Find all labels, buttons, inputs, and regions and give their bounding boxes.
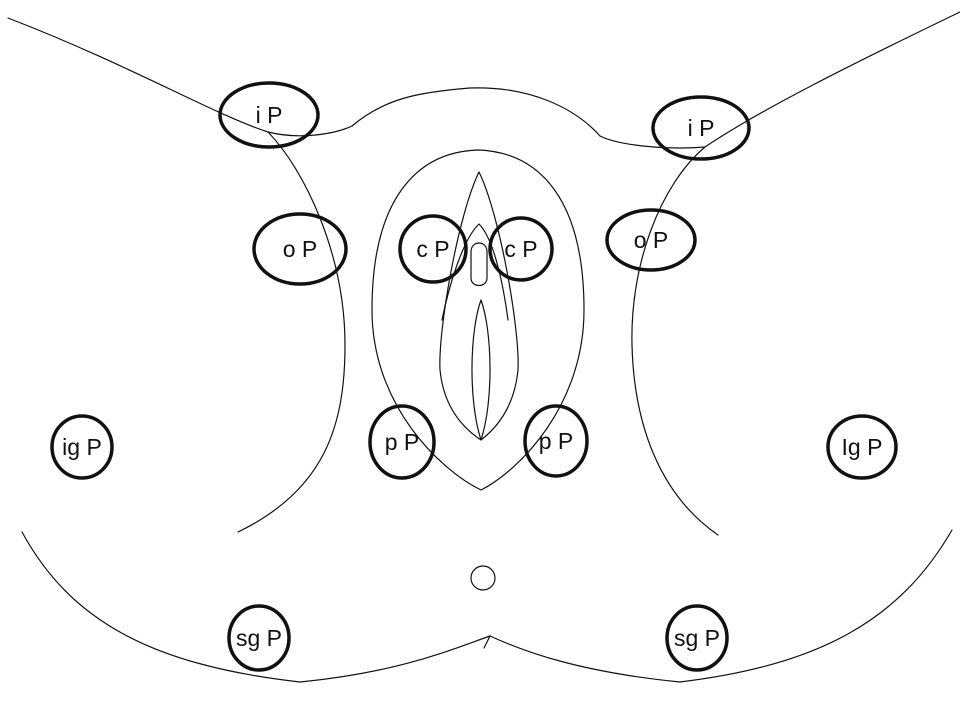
right-buttock-contour bbox=[489, 529, 953, 683]
right-thigh-contour bbox=[631, 146, 719, 536]
point-ring bbox=[665, 604, 729, 672]
point-ring bbox=[523, 404, 589, 478]
acupoint-markers: i P i P o P o P c P c P p P p P bbox=[50, 81, 898, 672]
left-upper-contour bbox=[7, 17, 353, 137]
point-ig-right: Ig P bbox=[826, 414, 898, 480]
anus-mark bbox=[470, 565, 496, 591]
point-label: p P bbox=[539, 428, 574, 454]
point-label: sg P bbox=[674, 625, 720, 651]
point-p-right: p P bbox=[523, 404, 589, 478]
point-label: ig P bbox=[62, 434, 102, 460]
point-ring bbox=[826, 414, 898, 480]
outer-oval bbox=[371, 149, 585, 491]
point-c-right: c P bbox=[488, 216, 554, 282]
point-o-left: o P bbox=[252, 212, 348, 286]
point-ring bbox=[605, 208, 697, 272]
point-ring bbox=[488, 216, 554, 282]
point-label: i P bbox=[256, 102, 283, 128]
point-sg-right: sg P bbox=[665, 604, 729, 672]
right-upper-contour bbox=[599, 11, 960, 149]
point-ring bbox=[368, 404, 436, 480]
point-ring bbox=[252, 212, 348, 286]
point-ring bbox=[50, 414, 114, 480]
point-ig-left: ig P bbox=[50, 414, 114, 480]
point-label: o P bbox=[634, 227, 669, 253]
point-c-left: c P bbox=[398, 214, 468, 284]
point-label: sg P bbox=[236, 625, 282, 651]
point-ring bbox=[218, 81, 320, 149]
left-buttock-contour bbox=[21, 531, 491, 683]
vaginal-opening bbox=[471, 299, 491, 441]
body-outline bbox=[7, 11, 960, 683]
point-label: i P bbox=[688, 115, 715, 141]
left-thigh-contour bbox=[237, 131, 346, 533]
point-sg-left: sg P bbox=[227, 604, 291, 672]
point-i-right: i P bbox=[651, 95, 751, 161]
point-i-left: i P bbox=[218, 81, 320, 149]
gluteal-cleft bbox=[483, 635, 491, 649]
point-label: o P bbox=[283, 236, 318, 262]
point-ring bbox=[227, 604, 291, 672]
point-label: c P bbox=[504, 236, 537, 262]
pubic-arch bbox=[351, 87, 601, 137]
point-label: p P bbox=[385, 429, 420, 455]
point-p-left: p P bbox=[368, 404, 436, 480]
point-ring bbox=[398, 214, 468, 284]
clitoral-hood bbox=[441, 223, 509, 321]
point-label: Ig P bbox=[842, 434, 883, 460]
point-label: c P bbox=[416, 236, 449, 262]
point-o-right: o P bbox=[605, 208, 697, 272]
clitoris-stem bbox=[470, 242, 488, 287]
point-ring bbox=[651, 95, 751, 161]
